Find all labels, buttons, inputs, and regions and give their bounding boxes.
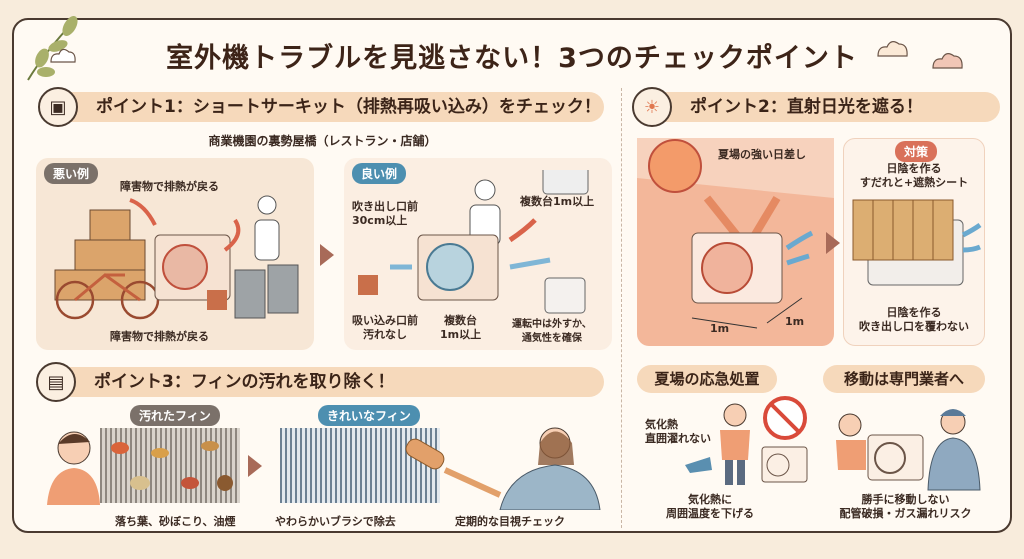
leaf-branch-icon [27,16,78,81]
clean-caption-brush: やわらかいブラシで除去 [275,515,396,528]
bad-label-top: 障害物で排熱が戻る [120,180,219,193]
good-example-tag: 良い例 [352,163,407,184]
measure-top-label: 日陰を作る すだれと+遮熱シート [859,162,969,189]
worried-man-illustration [47,431,100,505]
clean-fin-tag: きれいなフィン [318,405,420,426]
arrow-right-icon [826,232,840,254]
point3-header: ポイント3：フィンの汚れを取り除く！ [44,367,604,397]
fin-icon: ▤ [36,362,76,402]
front-clearance-label: 吹き出し口前 30cm以上 [352,200,418,227]
bad-label-bottom: 障害物で排熱が戻る [110,330,209,343]
watering-illustration [685,396,808,485]
dirty-caption: 落ち葉、砂ぼこり、油煙 [115,515,236,528]
section-divider [621,88,622,528]
leaves-debris-icon [111,441,233,491]
outdoor-unit-icon: ▣ [38,87,78,127]
dirty-fins [100,428,240,503]
arrow-right-icon [320,244,334,266]
sun-label: 夏場の強い日差し [718,148,806,161]
bad-example-tag: 悪い例 [44,163,99,184]
brush-cleaning-illustration [405,427,601,510]
moving-caption: 勝手に移動しない 配管破損・ガス漏れリスク [839,493,972,520]
multi-units-bottom-label: 複数台 1m以上 [440,314,482,341]
good-example-illustration [358,170,589,314]
measure-bottom-label: 日陰を作る 吹き出し口を覆わない [859,306,969,333]
sun-shade-illustration [852,199,982,286]
bad-example-illustration [54,195,299,320]
cloud-icon [932,53,963,69]
depth-dimension: 1m [785,315,805,328]
measure-tag: 対策 [895,141,938,162]
multi-units-top-label: 複数台1m以上 [520,195,595,208]
intake-label: 吸い込み口前 汚れなし [352,314,418,341]
moving-header: 移動は専門業者へ [823,365,985,393]
point1-subtitle: 商業機園の裏勢屋橋（レストラン・店舗） [208,134,437,148]
width-dimension: 1m [710,322,730,335]
sun-icon: ☀ [632,87,672,127]
arrow-right-icon [248,455,262,477]
point1-header: ポイント1：ショートサーキット（排熱再吸い込み）をチェック！ [46,92,604,122]
emergency-note: 気化熱 直囲濯れない [645,418,711,445]
cloud-icon [50,48,76,63]
emergency-caption: 気化熱に 周囲温度を下げる [666,493,754,520]
sun-exposure-illustration [637,138,834,329]
moving-illustration [836,409,981,491]
emergency-header: 夏場の応急処置 [637,365,777,393]
clean-caption-check: 定期的な目視チェック [455,515,565,528]
cover-label: 運転中は外すか、 通気性を確保 [512,319,592,344]
dirty-fin-tag: 汚れたフィン [130,405,220,426]
page-title: 室外機トラブルを見逃さない！3つのチェックポイント [166,43,858,74]
cloud-icon [877,41,908,57]
point2-header: ポイント2：直射日光を遮る！ [640,92,1000,122]
